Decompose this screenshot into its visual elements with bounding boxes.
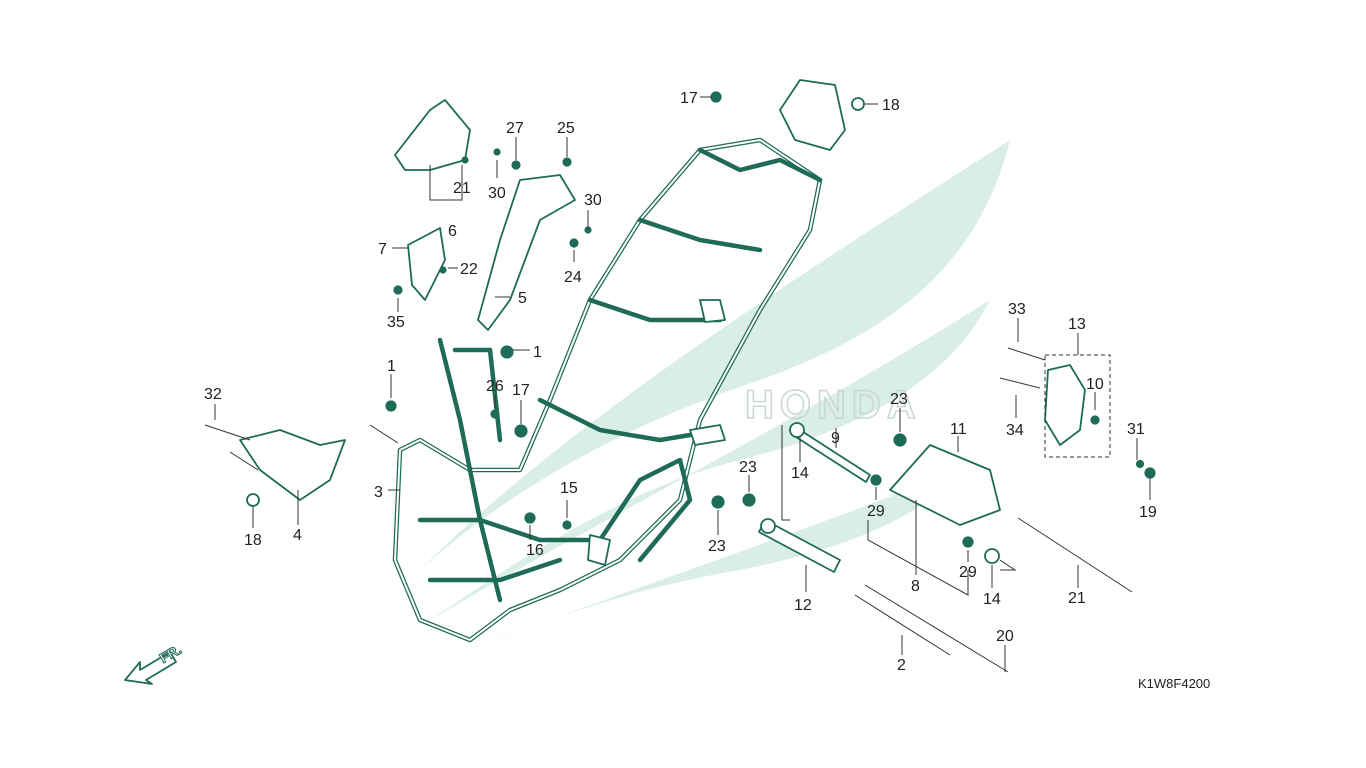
callout-23-mid: 23 bbox=[739, 459, 757, 476]
callout-35: 35 bbox=[387, 314, 405, 331]
washer-14-a bbox=[789, 422, 805, 438]
callout-1-lower: 1 bbox=[387, 358, 396, 375]
callout-29-lower: 29 bbox=[959, 564, 977, 581]
clip-30-left bbox=[493, 148, 501, 156]
callout-10: 10 bbox=[1086, 376, 1104, 393]
clip-21-lower bbox=[439, 266, 447, 274]
callout-21-upper: 21 bbox=[453, 180, 471, 197]
callout-5: 5 bbox=[518, 290, 527, 307]
callout-29-upper: 29 bbox=[867, 503, 885, 520]
nut-23-c bbox=[893, 433, 907, 447]
callout-14-upper: 14 bbox=[791, 465, 809, 482]
diagram-code: K1W8F4200 bbox=[1138, 676, 1210, 691]
clip-16 bbox=[524, 512, 536, 524]
callout-30-left: 30 bbox=[488, 185, 506, 202]
callout-8: 8 bbox=[911, 578, 920, 595]
grommet-25 bbox=[562, 157, 572, 167]
bolt-20 bbox=[1017, 517, 1133, 593]
callout-31: 31 bbox=[1127, 421, 1145, 438]
callout-21-lower: 22 bbox=[460, 261, 478, 278]
washer-18-top bbox=[851, 97, 865, 111]
callout-9: 9 bbox=[831, 430, 840, 447]
bolt-19 bbox=[864, 584, 1009, 673]
link-13 bbox=[1044, 364, 1086, 446]
callout-26: 26 bbox=[486, 378, 504, 395]
front-direction-arrow: FR. bbox=[124, 640, 185, 685]
callout-23-right: 23 bbox=[890, 391, 908, 408]
hanger-11 bbox=[889, 444, 1001, 526]
clip-24 bbox=[569, 238, 579, 248]
fr-arrow-icon bbox=[124, 651, 177, 685]
clip-15 bbox=[562, 520, 572, 530]
callout-23-low: 23 bbox=[708, 538, 726, 555]
callout-17-top: 17 bbox=[680, 90, 698, 107]
callout-20: 21 bbox=[1068, 590, 1086, 607]
clip-21-upper bbox=[461, 156, 469, 164]
bolt-33 bbox=[1007, 347, 1046, 361]
callout-1-upper: 1 bbox=[533, 344, 542, 361]
callout-14-lower: 14 bbox=[983, 591, 1001, 608]
callout-6: 6 bbox=[448, 223, 457, 240]
callout-25: 25 bbox=[557, 120, 575, 137]
callout-11: 11 bbox=[950, 421, 967, 438]
frame-body bbox=[392, 79, 846, 643]
callout-27: 27 bbox=[506, 120, 524, 137]
callout-18-top: 18 bbox=[882, 97, 900, 114]
callout-7: 7 bbox=[378, 241, 387, 258]
honda-watermark-text: HONDA bbox=[745, 383, 922, 427]
bracket-7 bbox=[407, 227, 446, 301]
callout-33: 33 bbox=[1008, 301, 1026, 318]
screw-35 bbox=[393, 285, 403, 295]
callout-19: 20 bbox=[996, 628, 1014, 645]
bracket-6 bbox=[394, 99, 471, 171]
callout-3: 3 bbox=[374, 484, 383, 501]
callout-13: 13 bbox=[1068, 316, 1086, 333]
nut-23-b bbox=[711, 495, 725, 509]
washer-18-left bbox=[246, 493, 260, 507]
callout-15: 15 bbox=[560, 480, 578, 497]
nut-10 bbox=[1090, 415, 1100, 425]
grommet-1-upper bbox=[500, 345, 514, 359]
nut-23-a bbox=[742, 493, 756, 507]
callout-18-left: 18 bbox=[244, 532, 262, 549]
callout-32: 32 bbox=[204, 386, 222, 403]
callout-30-right: 30 bbox=[584, 192, 602, 209]
nut-17-mid bbox=[514, 424, 528, 438]
callout-2: 2 bbox=[897, 657, 906, 674]
bracket-4 bbox=[239, 429, 346, 501]
callout-12: 12 bbox=[794, 597, 812, 614]
callout-4: 4 bbox=[293, 527, 302, 544]
bolt-34 bbox=[999, 377, 1041, 389]
cover-rail-5 bbox=[477, 174, 576, 331]
collar-29-b bbox=[962, 536, 974, 548]
callout-34: 34 bbox=[1006, 422, 1024, 439]
bolt-2 bbox=[854, 594, 951, 656]
collar-29-a bbox=[870, 474, 882, 486]
washer-31 bbox=[1135, 459, 1145, 469]
callout-labels: 17 18 27 25 21 30 30 6 7 22 24 5 35 1 1 … bbox=[204, 90, 1157, 674]
leader-lines bbox=[214, 96, 1151, 672]
clip-27 bbox=[511, 160, 521, 170]
bolt-32 bbox=[204, 424, 251, 441]
nut-17-top bbox=[710, 91, 722, 103]
clip-26 bbox=[490, 409, 500, 419]
nut-22 bbox=[1144, 467, 1156, 479]
callout-22: 19 bbox=[1139, 504, 1157, 521]
washer-14-b bbox=[984, 548, 1000, 564]
callout-24: 24 bbox=[564, 269, 582, 286]
callout-17-mid: 17 bbox=[512, 382, 530, 399]
callout-16: 16 bbox=[526, 542, 544, 559]
pipe-end-12 bbox=[760, 518, 776, 534]
component-parts bbox=[204, 91, 1156, 673]
grommet-1-lower bbox=[385, 400, 397, 412]
